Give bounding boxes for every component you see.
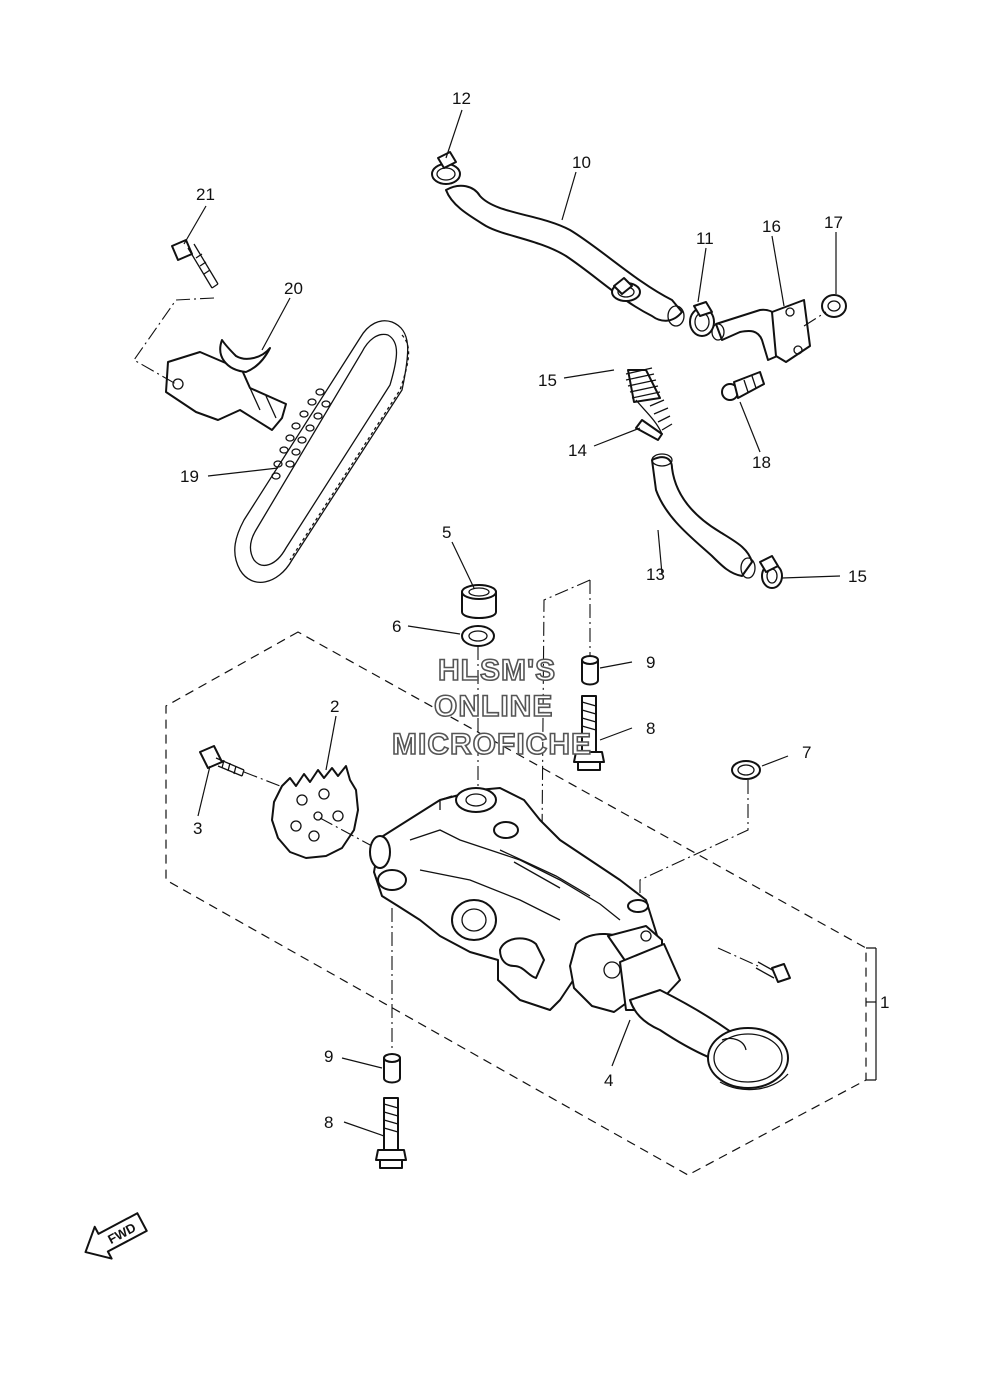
callout-8-lower: 8	[324, 1113, 333, 1132]
bolt-21	[171, 239, 219, 289]
callout-9-upper: 9	[646, 653, 655, 672]
callout-9-lower: 9	[324, 1047, 333, 1066]
bolt-21-phantom-line	[133, 297, 215, 385]
oil-hose-upper	[445, 184, 683, 322]
oil-pipe-union-16	[711, 299, 811, 363]
oil-strainer-4	[619, 943, 789, 1091]
oil-pump-driven-gear-2	[271, 765, 359, 859]
dowel-pin-9-upper	[581, 655, 599, 686]
callout-15-upper: 15	[538, 371, 557, 390]
callout-5: 5	[442, 523, 451, 542]
oil-pump-body	[369, 787, 663, 1013]
hose-clamp-15-lower	[759, 555, 783, 589]
callout-6: 6	[392, 617, 401, 636]
callout-15-lower: 15	[848, 567, 867, 586]
strainer-bolt	[755, 961, 791, 983]
callout-1: 1	[880, 993, 889, 1012]
o-ring-6	[461, 625, 495, 647]
callout-labels: 1 2 3 4 5 6 7 8 9 9 8 10 11 12 13 14 15 …	[180, 89, 889, 1132]
callout-leader-lines	[183, 109, 876, 1137]
oil-hose-13	[651, 453, 756, 579]
watermark-line-1: HLSM'S	[438, 654, 556, 687]
callout-21: 21	[196, 185, 215, 204]
callout-10: 10	[572, 153, 591, 172]
assembly-bracket-line	[866, 947, 877, 1081]
watermark: HLSM'S ONLINE MICROFICHE	[391, 653, 592, 762]
callout-7: 7	[802, 743, 811, 762]
callout-8-upper: 8	[646, 719, 655, 738]
callout-4: 4	[604, 1071, 613, 1090]
o-ring-17	[821, 294, 847, 318]
strainer-bolt-phantom-line	[717, 947, 759, 967]
callout-14: 14	[568, 441, 587, 460]
forward-direction-arrow-icon: FWD	[84, 1212, 148, 1260]
bolt-8-lower	[375, 1097, 407, 1169]
bolt-18	[721, 371, 765, 401]
union-phantom-line	[803, 311, 827, 327]
hose-clamp-15-upper	[611, 277, 641, 302]
o-ring-7	[731, 760, 761, 780]
callout-18: 18	[752, 453, 771, 472]
watermark-line-3: MICROFICHE	[392, 728, 592, 761]
dowel-pin-9-lower	[383, 1053, 401, 1084]
bolt-8-upper	[573, 695, 605, 771]
callout-19: 19	[180, 467, 199, 486]
chain-link-cluster	[271, 388, 331, 480]
callout-3: 3	[193, 819, 202, 838]
oil-pump-chain	[234, 320, 410, 583]
callout-16: 16	[762, 217, 781, 236]
spring-14	[625, 367, 673, 441]
callout-12: 12	[452, 89, 471, 108]
chain-guide-arm	[219, 339, 271, 373]
callout-13: 13	[646, 565, 665, 584]
hose-clamp-12	[431, 151, 461, 185]
callout-17: 17	[824, 213, 843, 232]
watermark-line-2: ONLINE	[434, 690, 553, 723]
callout-11: 11	[696, 229, 714, 248]
assembly-boundary	[165, 631, 867, 1176]
callout-20: 20	[284, 279, 303, 298]
upper-bolt-phantom-line	[541, 579, 591, 839]
gear-phantom-line	[243, 771, 281, 787]
collar-5	[461, 584, 497, 619]
bolt-3	[199, 745, 245, 777]
gear-shaft-phantom-line	[319, 817, 373, 847]
callout-2: 2	[330, 697, 339, 716]
hose-clamp-11	[689, 301, 715, 337]
o-ring-7-phantom-line	[639, 780, 749, 896]
